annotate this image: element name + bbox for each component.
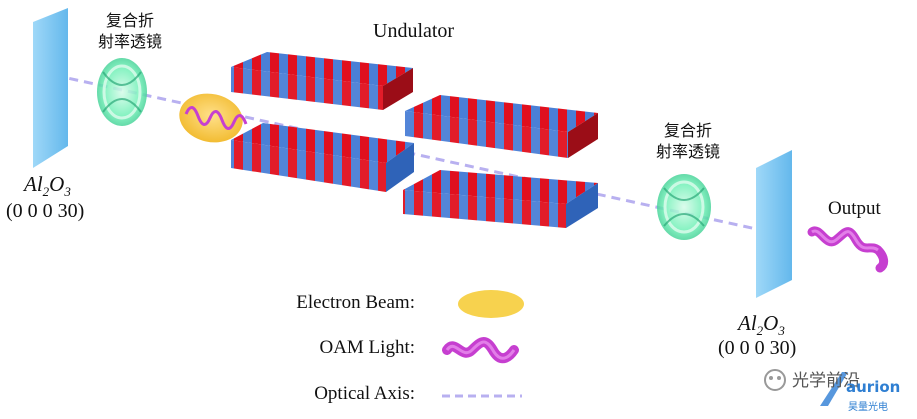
legend-oam-light-label: OAM Light: bbox=[319, 337, 415, 358]
magnet-array-bottom-right bbox=[403, 170, 598, 228]
lens-label-right: 复合折 射率透镜 bbox=[656, 120, 720, 162]
undulator-title: Undulator bbox=[373, 20, 455, 42]
magnet-array-bottom-left bbox=[231, 123, 414, 192]
watermark-brand: aurion bbox=[846, 378, 901, 396]
crystal-miller-left: (0 0 0 30) bbox=[6, 200, 85, 222]
watermark-brand-sub: 昊量光电 bbox=[848, 402, 888, 413]
output-oam-light bbox=[807, 226, 889, 273]
crystal-formula-right: Al2O3 bbox=[738, 311, 785, 339]
lens-label-left-line1: 复合折 bbox=[106, 11, 155, 30]
legend-oam-light-icon bbox=[442, 337, 519, 364]
output-label: Output bbox=[828, 198, 881, 219]
magnet-array-top-right bbox=[405, 95, 598, 158]
legend-optical-axis-label: Optical Axis: bbox=[314, 383, 415, 404]
optical-axis bbox=[39, 70, 771, 234]
crystal-miller-right: (0 0 0 30) bbox=[718, 337, 797, 359]
crystal-plate-left bbox=[33, 8, 68, 168]
magnet-array-top-left bbox=[231, 52, 413, 110]
watermark-logo-icon bbox=[764, 369, 848, 406]
lens-label-left-line2: 射率透镜 bbox=[98, 32, 163, 51]
lens-right bbox=[657, 174, 711, 240]
lens-left bbox=[97, 58, 147, 126]
undulator bbox=[231, 52, 598, 228]
electron-beam bbox=[179, 93, 248, 143]
lens-label-right-line2: 射率透镜 bbox=[656, 142, 721, 161]
lens-label-right-line1: 复合折 bbox=[664, 121, 713, 140]
crystal-plate-right bbox=[756, 150, 792, 298]
watermark-text: 光学前沿 bbox=[792, 371, 860, 391]
legend-electron-beam-icon bbox=[458, 290, 524, 318]
crystal-formula-left: Al2O3 bbox=[24, 172, 71, 200]
lens-label-left: 复合折 射率透镜 bbox=[98, 10, 162, 52]
legend-electron-beam-label: Electron Beam: bbox=[296, 292, 415, 313]
